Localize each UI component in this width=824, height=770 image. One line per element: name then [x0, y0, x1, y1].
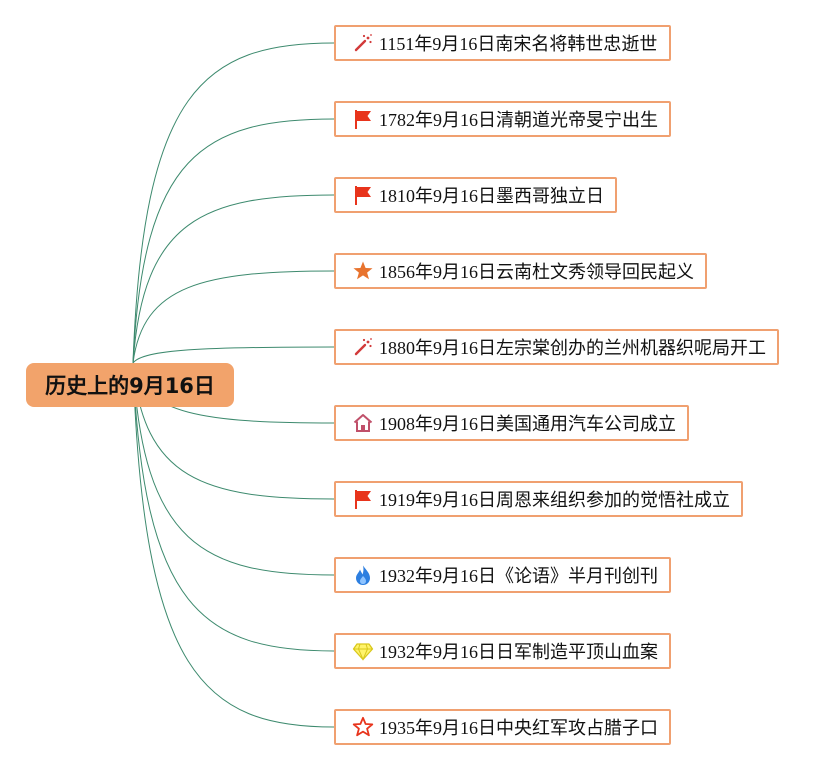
- yellow-diamond-icon: [352, 640, 374, 662]
- event-label: 1919年9月16日周恩来组织参加的觉悟社成立: [379, 490, 730, 510]
- event-node[interactable]: 1810年9月16日墨西哥独立日: [334, 177, 617, 213]
- blue-flame-icon: [352, 564, 374, 586]
- orange-star-icon: [352, 260, 374, 282]
- connector-line: [132, 118, 335, 364]
- house-icon: [352, 412, 374, 434]
- root-topic-label: 历史上的9月16日: [45, 374, 215, 398]
- red-flag-icon: [352, 184, 374, 206]
- event-node[interactable]: 1932年9月16日《论语》半月刊创刊: [334, 557, 671, 593]
- event-label: 1856年9月16日云南杜文秀领导回民起义: [379, 262, 694, 282]
- connector-line: [132, 362, 335, 576]
- wand-sparkle-icon: [352, 336, 374, 358]
- connector-line: [132, 362, 335, 728]
- event-node[interactable]: 1151年9月16日南宋名将韩世忠逝世: [334, 25, 671, 61]
- event-label: 1880年9月16日左宗棠创办的兰州机器织呢局开工: [379, 338, 766, 358]
- event-label: 1935年9月16日中央红军攻占腊子口: [379, 718, 658, 738]
- connector-line: [132, 362, 335, 652]
- event-node[interactable]: 1782年9月16日清朝道光帝旻宁出生: [334, 101, 671, 137]
- event-node[interactable]: 1880年9月16日左宗棠创办的兰州机器织呢局开工: [334, 329, 779, 365]
- connector-line: [132, 42, 335, 364]
- wand-sparkle-icon: [352, 32, 374, 54]
- event-node[interactable]: 1932年9月16日日军制造平顶山血案: [334, 633, 671, 669]
- event-node[interactable]: 1908年9月16日美国通用汽车公司成立: [334, 405, 689, 441]
- event-node[interactable]: 1919年9月16日周恩来组织参加的觉悟社成立: [334, 481, 743, 517]
- red-flag-icon: [352, 488, 374, 510]
- event-label: 1932年9月16日日军制造平顶山血案: [379, 642, 658, 662]
- connector-line: [132, 194, 335, 364]
- event-label: 1908年9月16日美国通用汽车公司成立: [379, 414, 676, 434]
- red-flag-icon: [352, 108, 374, 130]
- connector-line: [132, 346, 335, 364]
- event-label: 1810年9月16日墨西哥独立日: [379, 186, 604, 206]
- connector-line: [132, 270, 335, 364]
- red-outline-star-icon: [352, 716, 374, 738]
- event-node[interactable]: 1856年9月16日云南杜文秀领导回民起义: [334, 253, 707, 289]
- event-node[interactable]: 1935年9月16日中央红军攻占腊子口: [334, 709, 671, 745]
- event-label: 1932年9月16日《论语》半月刊创刊: [379, 566, 658, 586]
- event-label: 1151年9月16日南宋名将韩世忠逝世: [379, 34, 658, 54]
- root-topic[interactable]: 历史上的9月16日: [26, 363, 234, 407]
- event-label: 1782年9月16日清朝道光帝旻宁出生: [379, 110, 658, 130]
